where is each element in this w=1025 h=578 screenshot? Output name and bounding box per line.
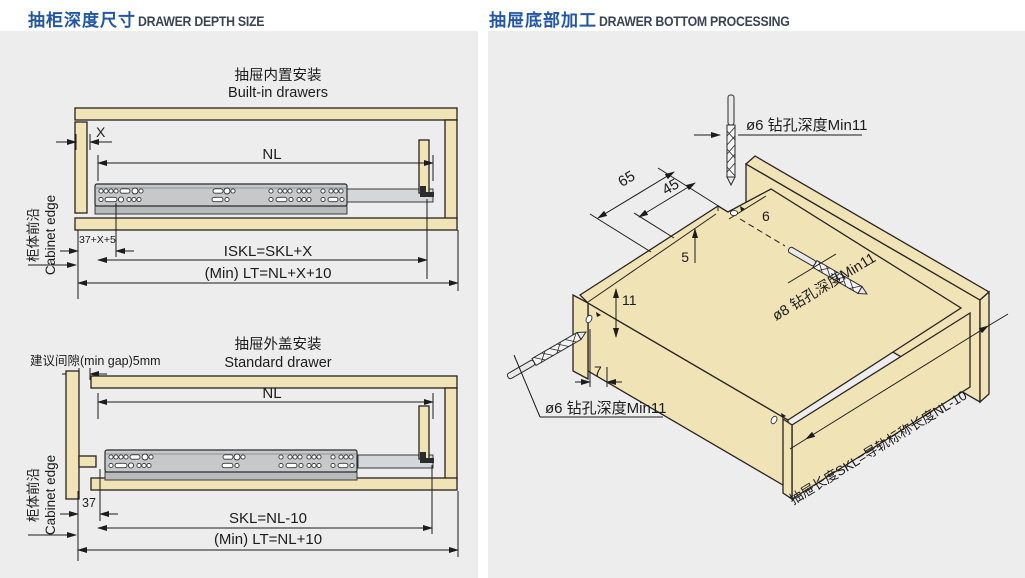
standard-title-zh: 抽屉外盖安装 bbox=[235, 336, 322, 353]
standard-title-en: Standard drawer bbox=[224, 355, 331, 371]
dim-65-45: 65 45 bbox=[589, 168, 729, 253]
dim-skl: SKL=NL-10 bbox=[97, 465, 433, 534]
dim-front-hole: 37+X+5 bbox=[60, 203, 134, 299]
drawer-depth-size-panel: 抽屉内置安装 Built-in drawers X bbox=[0, 31, 478, 578]
dim-5-label: 5 bbox=[681, 249, 689, 265]
dim-skl-label: SKL=NL-10 bbox=[229, 510, 307, 527]
dim-iskl-label: ISKL=SKL+X bbox=[224, 243, 312, 260]
hole-tick bbox=[781, 413, 786, 418]
dim-lt: (Min) LT=NL+X+10 bbox=[77, 230, 459, 291]
drill-hole-left-side bbox=[585, 314, 593, 324]
dim-x-label: X bbox=[96, 124, 106, 140]
dim-5: 5 bbox=[681, 228, 698, 265]
min-gap-label: 建议间隙(min gap)5mm bbox=[30, 354, 161, 368]
drill6-top-label: ø6 钻孔深度Min11 bbox=[746, 117, 867, 134]
slide-rail bbox=[104, 449, 434, 481]
drill-axis-dashed bbox=[739, 218, 786, 247]
dim-lt-label: (Min) LT=NL+10 bbox=[214, 531, 322, 548]
cabinet-edge-zh: 柜体前沿 bbox=[25, 208, 41, 262]
cabinet-front-edge-board bbox=[74, 121, 88, 214]
hole-tick bbox=[596, 312, 601, 317]
right-title-en: DRAWER BOTTOM PROCESSING bbox=[599, 13, 790, 29]
dim-lt-label: (Min) LT=NL+X+10 bbox=[205, 265, 332, 282]
hole-tick bbox=[740, 206, 745, 211]
cabinet-edge-label: 柜体前沿 Cabinet edge bbox=[25, 455, 77, 538]
cabinet-side-board-top bbox=[74, 107, 458, 121]
dim-11-label: 11 bbox=[622, 292, 637, 308]
cabinet-side-board-bottom bbox=[74, 217, 458, 231]
dim-iskl: ISKL=SKL+X bbox=[97, 199, 428, 279]
dim-front-label: 37 bbox=[82, 496, 96, 510]
depth-size-diagram: 抽屉内置安装 Built-in drawers X bbox=[25, 67, 459, 561]
drill6-top-callout: ø6 钻孔深度Min11 bbox=[694, 117, 867, 138]
drawer-front-board bbox=[65, 370, 80, 500]
drill6-left-callout: ø6 钻孔深度Min11 bbox=[513, 354, 666, 418]
right-title-zh: 抽屉底部加工 bbox=[489, 11, 597, 30]
dim-lt: (Min) LT=NL+10 bbox=[77, 491, 459, 557]
builtin-drawer-diagram: 抽屉内置安装 Built-in drawers X bbox=[25, 67, 459, 299]
drawer-board bbox=[418, 139, 430, 194]
cabinet-edge-zh: 柜体前沿 bbox=[25, 468, 41, 522]
drawer-bottom-processing-panel: ø6 钻孔深度Min11 65 45 5 6 ø8 钻孔深度Min11 bbox=[488, 31, 1025, 578]
dim-nl: NL bbox=[97, 385, 434, 419]
dim-nl-label: NL bbox=[262, 385, 281, 402]
dim-nl-label: NL bbox=[262, 146, 281, 163]
slide-rail bbox=[94, 183, 434, 215]
drill-hole-right-side bbox=[770, 415, 778, 425]
dim-45-label: 45 bbox=[659, 176, 682, 199]
builtin-title-zh: 抽屉内置安装 bbox=[235, 67, 322, 84]
dim-7: 7 bbox=[575, 329, 622, 387]
rail-hook bbox=[420, 186, 434, 197]
drill-hole-front bbox=[729, 209, 739, 217]
left-title-en: DRAWER DEPTH SIZE bbox=[138, 13, 265, 29]
cabinet-back-board bbox=[444, 387, 458, 481]
cabinet-back-board bbox=[444, 119, 458, 220]
drawer-board bbox=[418, 405, 430, 460]
dim-65-label: 65 bbox=[615, 168, 638, 191]
drill6-left-label: ø6 钻孔深度Min11 bbox=[545, 400, 666, 417]
rail-front-stub bbox=[78, 455, 97, 468]
dim-front-label: 37+X+5 bbox=[79, 234, 116, 246]
isometric-drawer: ø6 钻孔深度Min11 65 45 5 6 ø8 钻孔深度Min11 bbox=[505, 94, 1009, 508]
builtin-title-en: Built-in drawers bbox=[228, 85, 328, 101]
drill-bit-vertical bbox=[726, 94, 736, 186]
cabinet-edge-label: 柜体前沿 Cabinet edge bbox=[25, 195, 77, 275]
dim-11: 11 bbox=[613, 288, 637, 338]
standard-drawer-diagram: 抽屉外盖安装 Standard drawer 建议间隙(min gap)5mm bbox=[25, 336, 459, 561]
dim-6-label: 6 bbox=[762, 208, 770, 224]
dim-nl: NL bbox=[97, 146, 434, 181]
cabinet-edge-en: Cabinet edge bbox=[43, 195, 58, 275]
rail-hook bbox=[420, 452, 434, 463]
left-title-zh: 抽柜深度尺寸 bbox=[28, 11, 136, 30]
bottom-processing-diagram: ø6 钻孔深度Min11 65 45 5 6 ø8 钻孔深度Min11 bbox=[505, 94, 1009, 508]
cabinet-edge-en: Cabinet edge bbox=[43, 455, 58, 535]
dim-x: X bbox=[56, 124, 112, 150]
cabinet-side-board-top bbox=[90, 375, 458, 389]
dim-7-label: 7 bbox=[594, 363, 602, 379]
